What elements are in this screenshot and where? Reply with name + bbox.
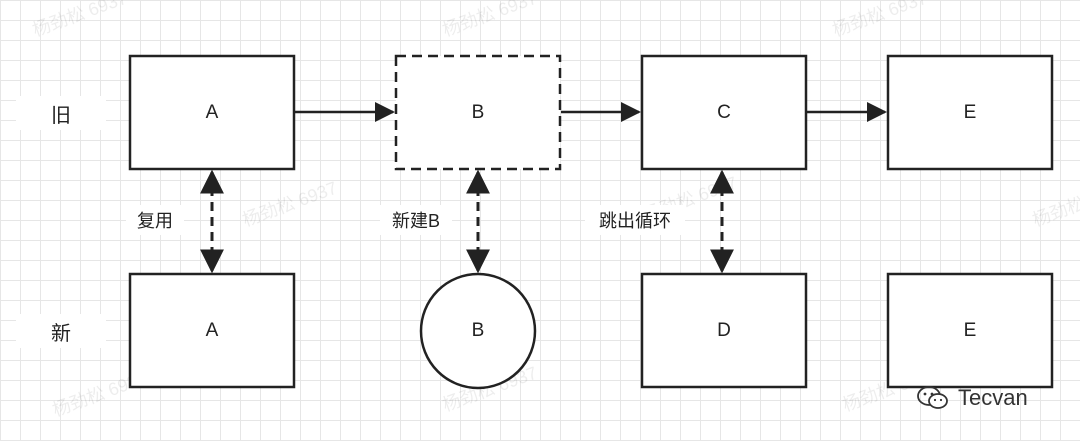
row-label-old: 旧 <box>16 96 106 130</box>
node-old-a-label: A <box>205 101 219 123</box>
edge-label-reuse: 复用 <box>126 205 184 235</box>
node-new-b-label: B <box>471 320 485 341</box>
node-new-d <box>640 272 808 389</box>
node-old-b <box>394 54 562 171</box>
node-old-c-label: C <box>717 101 731 123</box>
brand-name: Tecvan <box>958 385 1028 410</box>
wechat-icon <box>917 386 948 409</box>
node-new-a-label: A <box>205 319 219 341</box>
edge-label-break: 跳出循环 <box>585 205 685 235</box>
footer-brand: Tecvan <box>916 380 1028 416</box>
node-new-d-label: D <box>717 319 731 341</box>
node-new-e <box>886 272 1054 389</box>
node-old-e <box>886 54 1054 171</box>
node-old-a <box>128 54 296 171</box>
edge-label-create: 新建B <box>380 205 452 235</box>
node-new-b <box>419 272 537 390</box>
row-label-new: 新 <box>16 314 106 348</box>
node-old-c <box>640 54 808 171</box>
node-old-b-label: B <box>471 101 485 123</box>
node-old-e-label: E <box>963 101 977 123</box>
node-new-a <box>128 272 296 389</box>
node-new-e-label: E <box>963 319 977 341</box>
